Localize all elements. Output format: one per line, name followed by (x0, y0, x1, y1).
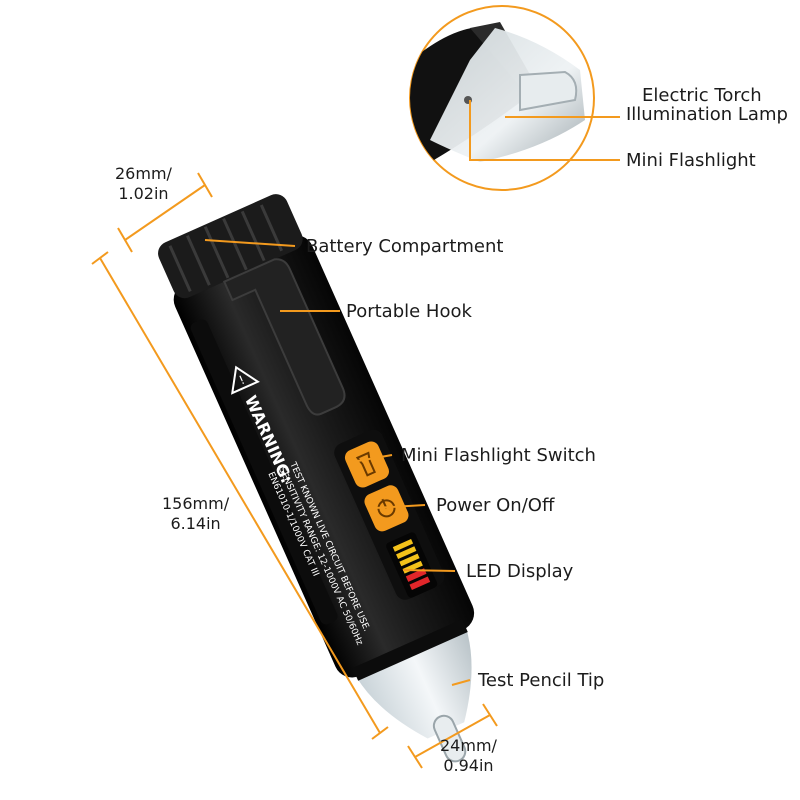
dimension-length-in: 6.14in (170, 514, 221, 533)
label-power-switch: Power On/Off (436, 495, 555, 516)
svg-text:!: ! (237, 373, 247, 388)
leader-tip (451, 679, 471, 686)
dimension-width-top-mm: 26mm/ (115, 164, 172, 183)
leader-mini-flashlight (469, 100, 620, 161)
dim-line-length (99, 257, 381, 734)
leader-battery (204, 239, 296, 247)
label-battery-compartment: Battery Compartment (306, 236, 504, 257)
label-portable-hook: Portable Hook (346, 301, 472, 322)
label-led-display: LED Display (466, 561, 574, 582)
dimension-length: 156mm/ 6.14in (162, 494, 229, 534)
leader-power (374, 504, 426, 509)
tip-cone (356, 628, 472, 739)
dimension-width-bottom-in: 0.94in (443, 756, 494, 775)
dimension-width-bottom-mm: 24mm/ (440, 736, 497, 755)
dim-line-width-top (124, 184, 206, 241)
dim-line-width-bottom (414, 714, 491, 758)
label-flashlight-switch: Mini Flashlight Switch (401, 445, 596, 466)
pocket-clip (222, 258, 346, 416)
leader-flash-switch (351, 454, 393, 463)
dimension-width-bottom: 24mm/ 0.94in (440, 736, 497, 776)
leader-led (402, 569, 456, 572)
label-mini-flashlight: Mini Flashlight (626, 150, 756, 171)
voltage-tester-pen: ! WARNING: TEST KNOWN LIVE CIRCUIT BEFOR… (158, 194, 475, 763)
label-torch-lamp-line1: Electric Torch (642, 85, 762, 106)
label-torch-lamp-line2: Illumination Lamp (626, 104, 788, 125)
dimension-length-mm: 156mm/ (162, 494, 230, 513)
zoom-detail (409, 5, 620, 191)
flashlight-switch-button[interactable] (342, 439, 391, 490)
label-test-tip: Test Pencil Tip (478, 670, 605, 691)
dimension-width-top: 26mm/ 1.02in (115, 164, 172, 204)
dimension-width-top-in: 1.02in (118, 184, 169, 203)
flashlight-icon (355, 451, 376, 477)
